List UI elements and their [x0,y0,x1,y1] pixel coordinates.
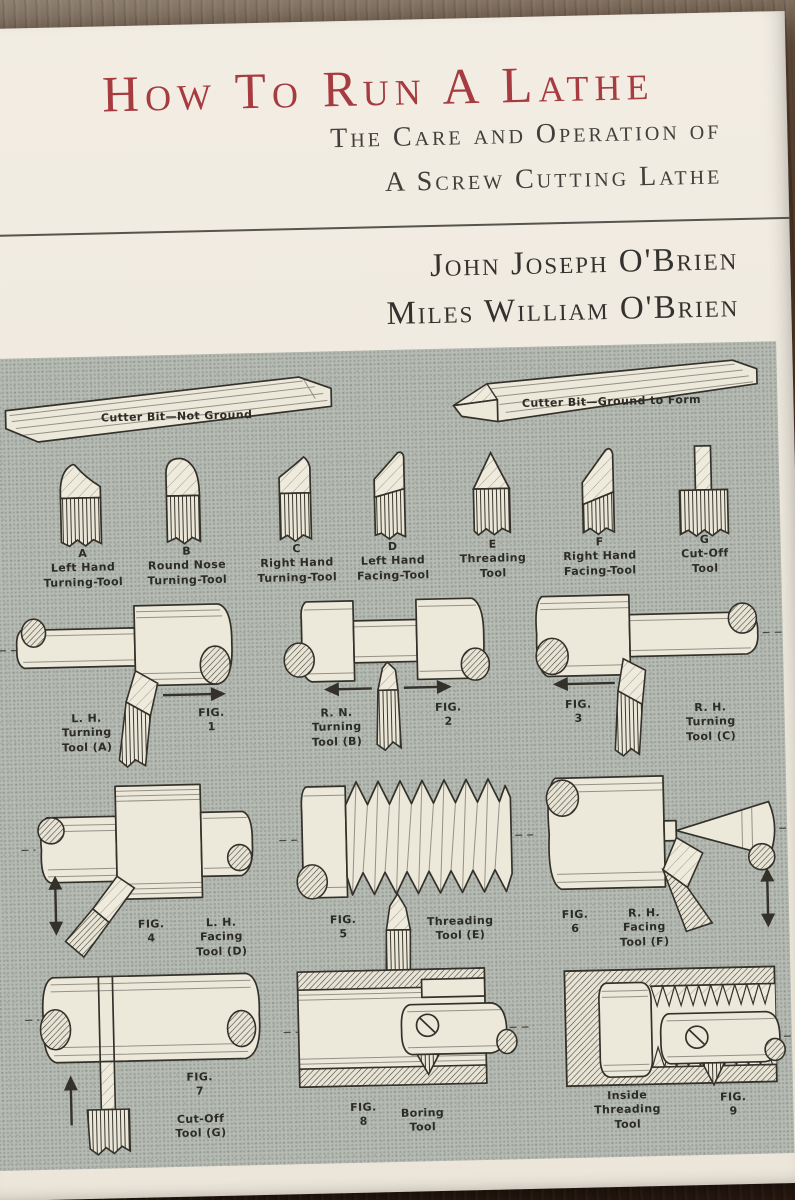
fig-9-label: FIG.9 [719,1090,747,1118]
tool-bit-a-drawing [59,463,103,548]
tool-bit-e-drawing [472,450,512,537]
lathe-tools-diagram-panel: Cutter Bit—Not Ground Cutter Bit—Ground … [0,341,795,1172]
cutter-bit-not-ground-drawing [4,376,333,443]
fig-3-drawing [535,593,783,757]
tool-bit-g-drawing [678,444,730,538]
fig-4-label: FIG.4 [137,917,165,945]
fig-7-drawing [25,972,261,1156]
book-cover: How To Run A Lathe The Care and Operatio… [0,10,795,1200]
fig-4-drawing [21,783,254,959]
fig-1-label: FIG.1 [198,705,225,734]
fig-5-label: FIG.5 [329,912,357,941]
fig-2-drawing [283,597,491,752]
fig-1-drawing [0,603,233,769]
book-subtitle-line1: The Care and Operation of [329,114,722,155]
fig-6-label: FIG.6 [561,907,589,936]
fig-2-label: FIG.2 [434,700,462,729]
author-name-1: John Joseph O'Brien [429,241,739,285]
cutter-bit-ground-to-form-drawing [452,359,758,423]
fig-5-drawing [279,778,534,980]
tool-bit-d-drawing [373,451,407,541]
fig-8-label: FIG.8 [350,1100,377,1129]
tool-bit-c-drawing [278,455,313,543]
author-name-2: Miles William O'Brien [386,288,740,333]
cover-divider-rule [0,216,790,238]
fig-7-label: FIG.7 [186,1070,213,1098]
fig-3-label: FIG.3 [564,697,592,726]
lathe-tools-illustration [0,359,795,1156]
fig-6-drawing [545,775,795,933]
book-subtitle-line2: A Screw Cutting Lathe [384,159,723,199]
fig-8-drawing [283,967,532,1089]
tool-bit-b-drawing [165,457,202,545]
tool-bit-f-drawing [581,447,616,536]
fig-9-drawing [563,965,795,1088]
